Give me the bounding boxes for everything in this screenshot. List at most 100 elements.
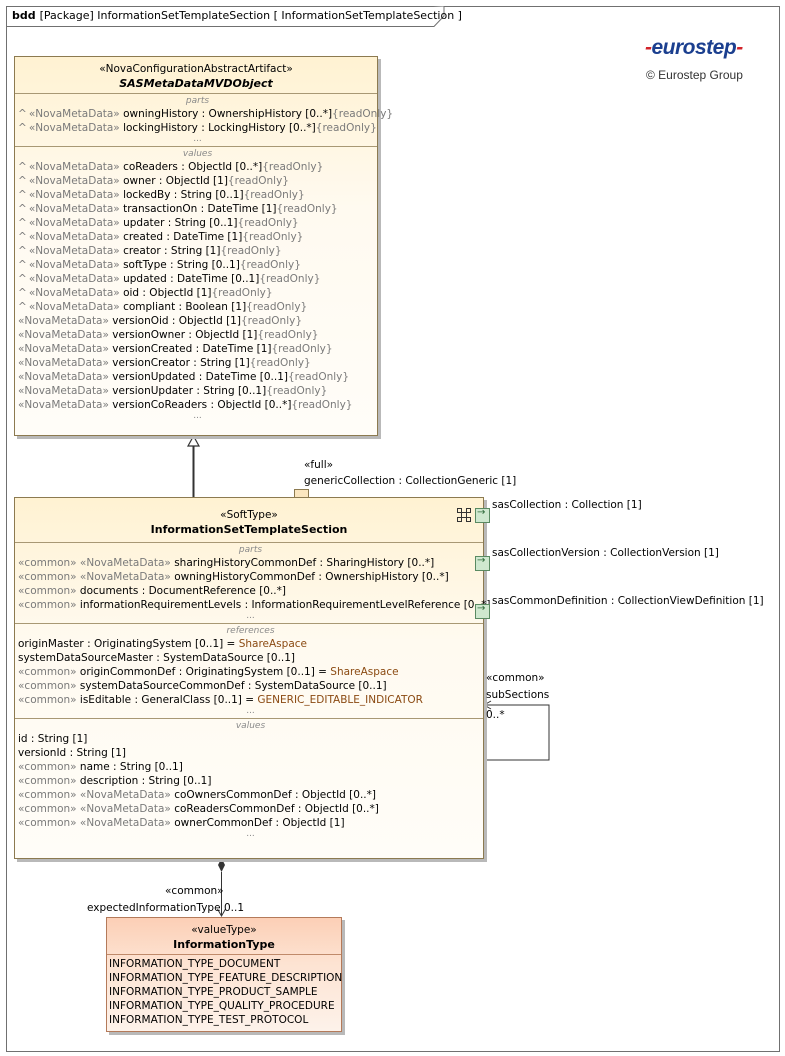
property-row[interactable]: «common» «NovaMetaData» ownerCommonDef :… (18, 816, 483, 830)
property-modifier: {readOnly} (242, 231, 304, 243)
property-row[interactable]: ^«NovaMetaData» coReaders : ObjectId [0.… (18, 160, 377, 174)
property-name: versionCreator (112, 357, 190, 369)
property-row[interactable]: ^«NovaMetaData» owningHistory : Ownershi… (18, 107, 393, 121)
property-modifier: {readOnly} (227, 175, 289, 187)
property-default-value: ShareAspace (238, 638, 307, 650)
property-modifier: {readOnly} (291, 399, 353, 411)
property-row[interactable]: «common» documents : DocumentReference [… (18, 584, 483, 598)
property-row[interactable]: «NovaMetaData» versionCreator : String [… (18, 356, 377, 370)
property-row[interactable]: ^«NovaMetaData» updater : String [0..1]{… (18, 216, 377, 230)
property-name: description (79, 775, 139, 787)
inherited-caret: ^ (18, 175, 27, 187)
class-informationsettemplatesection[interactable]: «SoftType» InformationSetTemplateSection… (14, 497, 491, 859)
sas-collection-port-label: sasCollection : Collection [1] (492, 499, 642, 511)
property-stereotype: «common» (18, 680, 80, 692)
property-stereotype: «NovaMetaData» (18, 399, 109, 411)
compartment-title: parts (238, 545, 263, 555)
property-type: : SystemDataSource [0..1] (152, 652, 296, 664)
property-stereotype: «NovaMetaData» (28, 301, 120, 313)
property-type: : String [0..1] (109, 761, 183, 773)
property-stereotype: «common» (18, 599, 80, 611)
property-modifier: {readOnly} (249, 357, 311, 369)
enum-literal[interactable]: INFORMATION_TYPE_TEST_PROTOCOL (109, 1014, 309, 1026)
property-row[interactable]: «common» isEditable : GeneralClass [0..1… (18, 693, 483, 707)
property-modifier: {readOnly} (276, 203, 338, 215)
property-row[interactable]: ^«NovaMetaData» created : DateTime [1]{r… (18, 230, 377, 244)
property-row[interactable]: «common» systemDataSourceCommonDef : Sys… (18, 679, 483, 693)
compartment-ellipsis: ... (246, 706, 255, 716)
diagram-title: [Package] InformationSetTemplateSection … (39, 9, 462, 22)
property-row[interactable]: «NovaMetaData» versionUpdater : String [… (18, 384, 377, 398)
sas-collection-version-port[interactable]: → (475, 555, 490, 571)
port-arrow-icon: → (477, 507, 486, 518)
property-row[interactable]: «NovaMetaData» versionOwner : ObjectId [… (18, 328, 377, 342)
sas-common-definition-port[interactable]: → (475, 603, 490, 619)
property-row[interactable]: ^«NovaMetaData» oid : ObjectId [1]{readO… (18, 286, 377, 300)
property-name: softType (123, 259, 167, 271)
property-name: versionCreated (112, 343, 193, 355)
inherited-caret: ^ (18, 189, 27, 201)
property-row[interactable]: «NovaMetaData» versionCreated : DateTime… (18, 342, 377, 356)
class-name: InformationType (173, 938, 275, 951)
property-name: systemDataSourceMaster (18, 652, 153, 664)
property-name: originMaster (18, 638, 84, 650)
property-row[interactable]: «NovaMetaData» versionOid : ObjectId [1]… (18, 314, 377, 328)
property-row[interactable]: ^«NovaMetaData» lockingHistory : Locking… (18, 121, 377, 135)
property-stereotype: «common» «NovaMetaData» (18, 571, 175, 583)
property-modifier: {readOnly} (332, 108, 394, 120)
property-row[interactable]: «common» «NovaMetaData» coReadersCommonD… (18, 802, 483, 816)
property-row[interactable]: ^«NovaMetaData» lockedBy : String [0..1]… (18, 188, 377, 202)
property-type: : String [0..1] (170, 189, 244, 201)
property-type: : String [1] (160, 245, 221, 257)
literals-compartment: INFORMATION_TYPE_DOCUMENT INFORMATION_TYP… (107, 954, 343, 1029)
property-stereotype: «common» «NovaMetaData» (18, 803, 175, 815)
property-row[interactable]: ^«NovaMetaData» updated : DateTime [0..1… (18, 272, 377, 286)
property-name: id (18, 733, 28, 745)
property-name: owner (123, 175, 156, 187)
sas-collection-port[interactable]: → (475, 507, 490, 523)
property-row[interactable]: versionId : String [1] (18, 746, 483, 760)
property-row[interactable]: «common» informationRequirementLevels : … (18, 598, 491, 612)
property-name: informationRequirementLevels (79, 599, 242, 611)
property-type: : String [0..1] (164, 217, 238, 229)
property-stereotype: «NovaMetaData» (28, 273, 120, 285)
property-row[interactable]: originMaster : OriginatingSystem [0..1] … (18, 637, 483, 651)
property-row[interactable]: ^«NovaMetaData» softType : String [0..1]… (18, 258, 377, 272)
property-row[interactable]: systemDataSourceMaster : SystemDataSourc… (18, 651, 483, 665)
inherited-caret: ^ (18, 231, 27, 243)
property-row[interactable]: «NovaMetaData» versionCoReaders : Object… (18, 398, 377, 412)
property-row[interactable]: id : String [1] (18, 732, 483, 746)
enum-literal[interactable]: INFORMATION_TYPE_PRODUCT_SAMPLE (109, 986, 318, 998)
property-row[interactable]: ^«NovaMetaData» creator : String [1]{rea… (18, 244, 377, 258)
enum-literal[interactable]: INFORMATION_TYPE_FEATURE_DESCRIPTION (109, 972, 343, 984)
property-stereotype: «NovaMetaData» (28, 217, 120, 229)
abstract-class-sasmetadatamvdobject[interactable]: «NovaConfigurationAbstractArtifact» SASM… (14, 56, 393, 436)
property-row[interactable]: «common» «NovaMetaData» coOwnersCommonDe… (18, 788, 483, 802)
property-row[interactable]: «NovaMetaData» versionUpdated : DateTime… (18, 370, 377, 384)
property-name: coReadersCommonDef (174, 803, 295, 815)
property-stereotype: «NovaMetaData» (28, 203, 120, 215)
subsections-role: subSections (486, 689, 550, 701)
inherited-caret: ^ (18, 245, 27, 257)
generic-collection-port-label: genericCollection : CollectionGeneric [1… (304, 475, 517, 487)
compartment-title: values (182, 149, 213, 159)
property-row[interactable]: «common» originCommonDef : OriginatingSy… (18, 665, 483, 679)
property-row[interactable]: «common» «NovaMetaData» owningHistoryCom… (18, 570, 483, 584)
property-row[interactable]: «common» description : String [0..1] (18, 774, 483, 788)
enum-literal[interactable]: INFORMATION_TYPE_DOCUMENT (109, 958, 281, 970)
property-row[interactable]: «common» name : String [0..1] (18, 760, 483, 774)
property-row[interactable]: ^«NovaMetaData» transactionOn : DateTime… (18, 202, 377, 216)
property-row[interactable]: ^«NovaMetaData» compliant : Boolean [1]{… (18, 300, 377, 314)
valuetype-informationtype[interactable]: «valueType» InformationType INFORMATION_… (106, 917, 342, 1032)
property-name: isEditable (79, 694, 132, 706)
property-type: : ObjectId [1] (139, 287, 212, 299)
property-type: : String [0..1] (138, 775, 212, 787)
property-row[interactable]: «common» «NovaMetaData» sharingHistoryCo… (18, 556, 483, 570)
property-row[interactable]: ^«NovaMetaData» owner : ObjectId [1]{rea… (18, 174, 377, 188)
enum-literal[interactable]: INFORMATION_TYPE_QUALITY_PROCEDURE (109, 1000, 335, 1012)
copyright-text: © Eurostep Group (646, 68, 743, 82)
property-name: name (79, 761, 110, 773)
compartment-ellipsis: ... (193, 411, 202, 421)
property-type: : String [0..1] (193, 385, 267, 397)
compartment-ellipsis: ... (246, 829, 255, 839)
